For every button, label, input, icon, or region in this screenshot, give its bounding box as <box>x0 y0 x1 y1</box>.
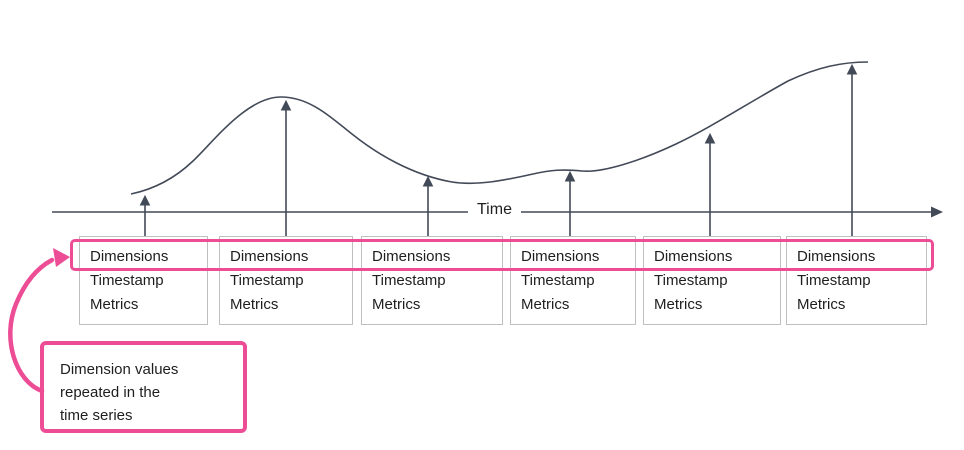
time-axis-label: Time <box>468 201 521 219</box>
arrowhead-icon <box>139 194 151 206</box>
record-timestamp-label: Timestamp <box>797 272 871 289</box>
record-dimensions-label: Dimensions <box>797 248 876 265</box>
arrowhead-icon <box>422 175 434 187</box>
record-box-5: Dimensions Timestamp Metrics <box>643 236 781 325</box>
dimensions-row-highlight <box>70 239 934 271</box>
record-metrics-label: Metrics <box>90 296 139 313</box>
time-axis-arrowhead-icon <box>931 206 943 218</box>
record-metrics-label: Metrics <box>230 296 279 313</box>
record-timestamp-label: Timestamp <box>230 272 304 289</box>
record-dimensions-label: Dimensions <box>90 248 169 265</box>
arrowhead-icon <box>564 170 576 182</box>
callout-line-3: time series <box>60 407 133 424</box>
record-box-2: Dimensions Timestamp Metrics <box>219 236 353 325</box>
record-metrics-label: Metrics <box>372 296 421 313</box>
record-timestamp-label: Timestamp <box>654 272 728 289</box>
time-series-curve <box>130 61 869 195</box>
record-timestamp-label: Timestamp <box>90 272 164 289</box>
record-timestamp-label: Timestamp <box>372 272 446 289</box>
arrowhead-icon <box>280 99 292 111</box>
record-box-3: Dimensions Timestamp Metrics <box>361 236 503 325</box>
callout-line-1: Dimension values <box>60 361 179 378</box>
callout-arrowhead-icon <box>53 248 70 267</box>
callout-line-2: repeated in the <box>60 384 161 401</box>
arrowhead-icon <box>704 132 716 144</box>
record-timestamp-label: Timestamp <box>521 272 595 289</box>
record-dimensions-label: Dimensions <box>372 248 451 265</box>
arrowhead-icon <box>846 63 858 75</box>
record-dimensions-label: Dimensions <box>521 248 600 265</box>
record-box-6: Dimensions Timestamp Metrics <box>786 236 927 325</box>
record-metrics-label: Metrics <box>797 296 846 313</box>
record-metrics-label: Metrics <box>521 296 570 313</box>
callout-note: Dimension values repeated in the time se… <box>40 341 247 433</box>
record-box-4: Dimensions Timestamp Metrics <box>510 236 636 325</box>
record-metrics-label: Metrics <box>654 296 703 313</box>
record-box-1: Dimensions Timestamp Metrics <box>79 236 208 325</box>
record-dimensions-label: Dimensions <box>654 248 733 265</box>
record-dimensions-label: Dimensions <box>230 248 309 265</box>
